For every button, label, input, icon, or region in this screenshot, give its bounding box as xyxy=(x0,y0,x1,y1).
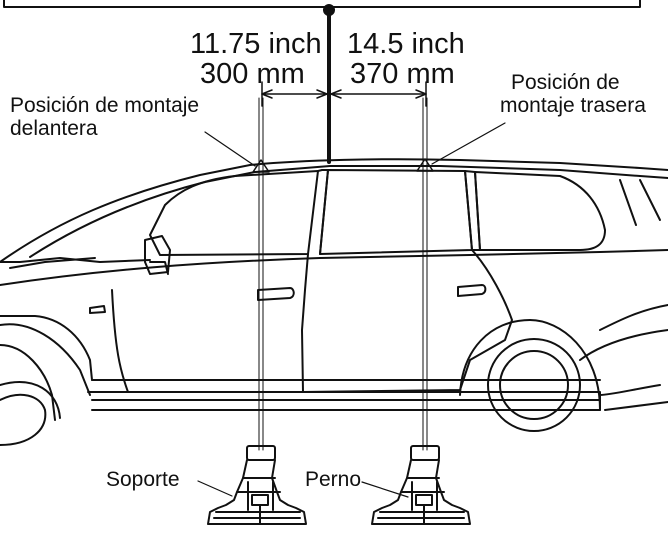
rear-position-label-line2: montaje trasera xyxy=(500,94,646,117)
bolt-leader xyxy=(361,481,409,498)
rear-measurement-inch: 14.5 inch xyxy=(347,28,465,60)
center-reference-dot xyxy=(323,4,335,16)
rear-measurement-mm: 370 mm xyxy=(350,58,455,90)
rear-position-leader xyxy=(431,122,506,165)
front-measurement-mm: 300 mm xyxy=(200,58,305,90)
reference-box xyxy=(3,0,641,8)
rear-support-foot xyxy=(371,445,471,525)
support-label: Soporte xyxy=(106,468,180,491)
front-dimension-arrow xyxy=(261,81,328,107)
rear-position-label-line1: Posición de xyxy=(511,71,620,94)
front-position-label-line2: delantera xyxy=(10,117,98,140)
front-support-foot xyxy=(207,445,307,525)
support-leader xyxy=(197,480,233,497)
rear-dimension-arrow xyxy=(330,81,427,107)
vehicle-outline xyxy=(0,158,668,446)
front-position-leader xyxy=(204,131,256,167)
front-measurement-inch: 11.75 inch xyxy=(190,28,322,60)
front-position-label-line1: Posición de montaje xyxy=(10,94,200,117)
bolt-label: Perno xyxy=(305,468,362,491)
